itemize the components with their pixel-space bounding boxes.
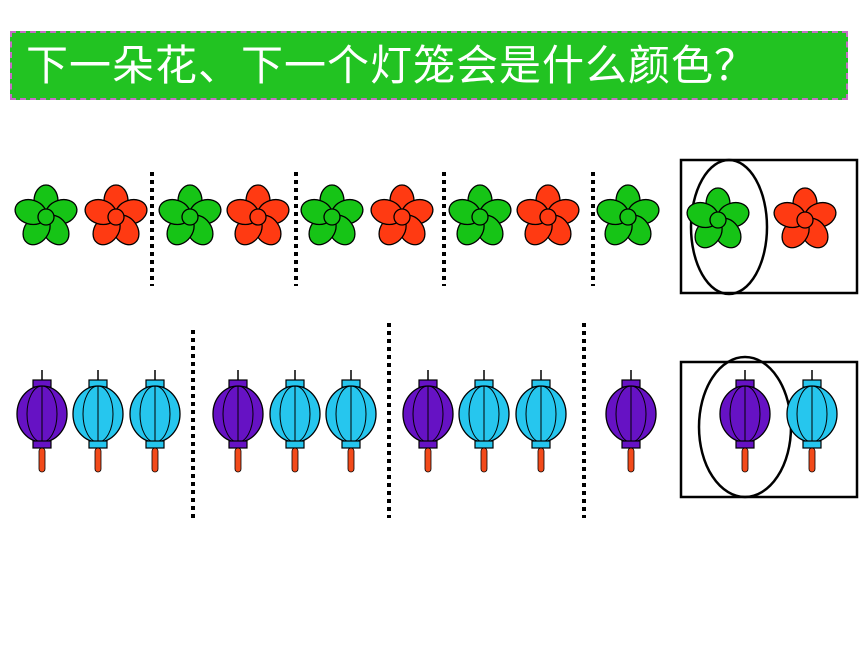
red-flower bbox=[226, 184, 290, 246]
green-flower bbox=[14, 184, 78, 246]
blue-lantern bbox=[129, 370, 181, 473]
blue-lantern bbox=[72, 370, 124, 473]
lantern-answer-box bbox=[679, 360, 859, 499]
purple-lantern bbox=[16, 370, 68, 473]
blue-lantern bbox=[786, 370, 838, 473]
purple-lantern bbox=[402, 370, 454, 473]
purple-lantern bbox=[212, 370, 264, 473]
title-banner: 下一朵花、下一个灯笼会是什么颜色？ bbox=[10, 31, 848, 100]
flower-answer-circle bbox=[689, 158, 769, 296]
purple-lantern bbox=[605, 370, 657, 473]
green-flower bbox=[448, 184, 512, 246]
red-flower bbox=[773, 187, 837, 249]
red-flower bbox=[84, 184, 148, 246]
red-flower bbox=[370, 184, 434, 246]
green-flower bbox=[596, 184, 660, 246]
purple-lantern bbox=[719, 370, 771, 473]
flower-answer-box bbox=[679, 158, 859, 295]
red-flower bbox=[516, 184, 580, 246]
blue-lantern bbox=[515, 370, 567, 473]
green-flower bbox=[686, 187, 750, 249]
page-title: 下一朵花、下一个灯笼会是什么颜色？ bbox=[26, 41, 758, 90]
blue-lantern bbox=[458, 370, 510, 473]
blue-lantern bbox=[269, 370, 321, 473]
green-flower bbox=[300, 184, 364, 246]
green-flower bbox=[158, 184, 222, 246]
blue-lantern bbox=[325, 370, 377, 473]
